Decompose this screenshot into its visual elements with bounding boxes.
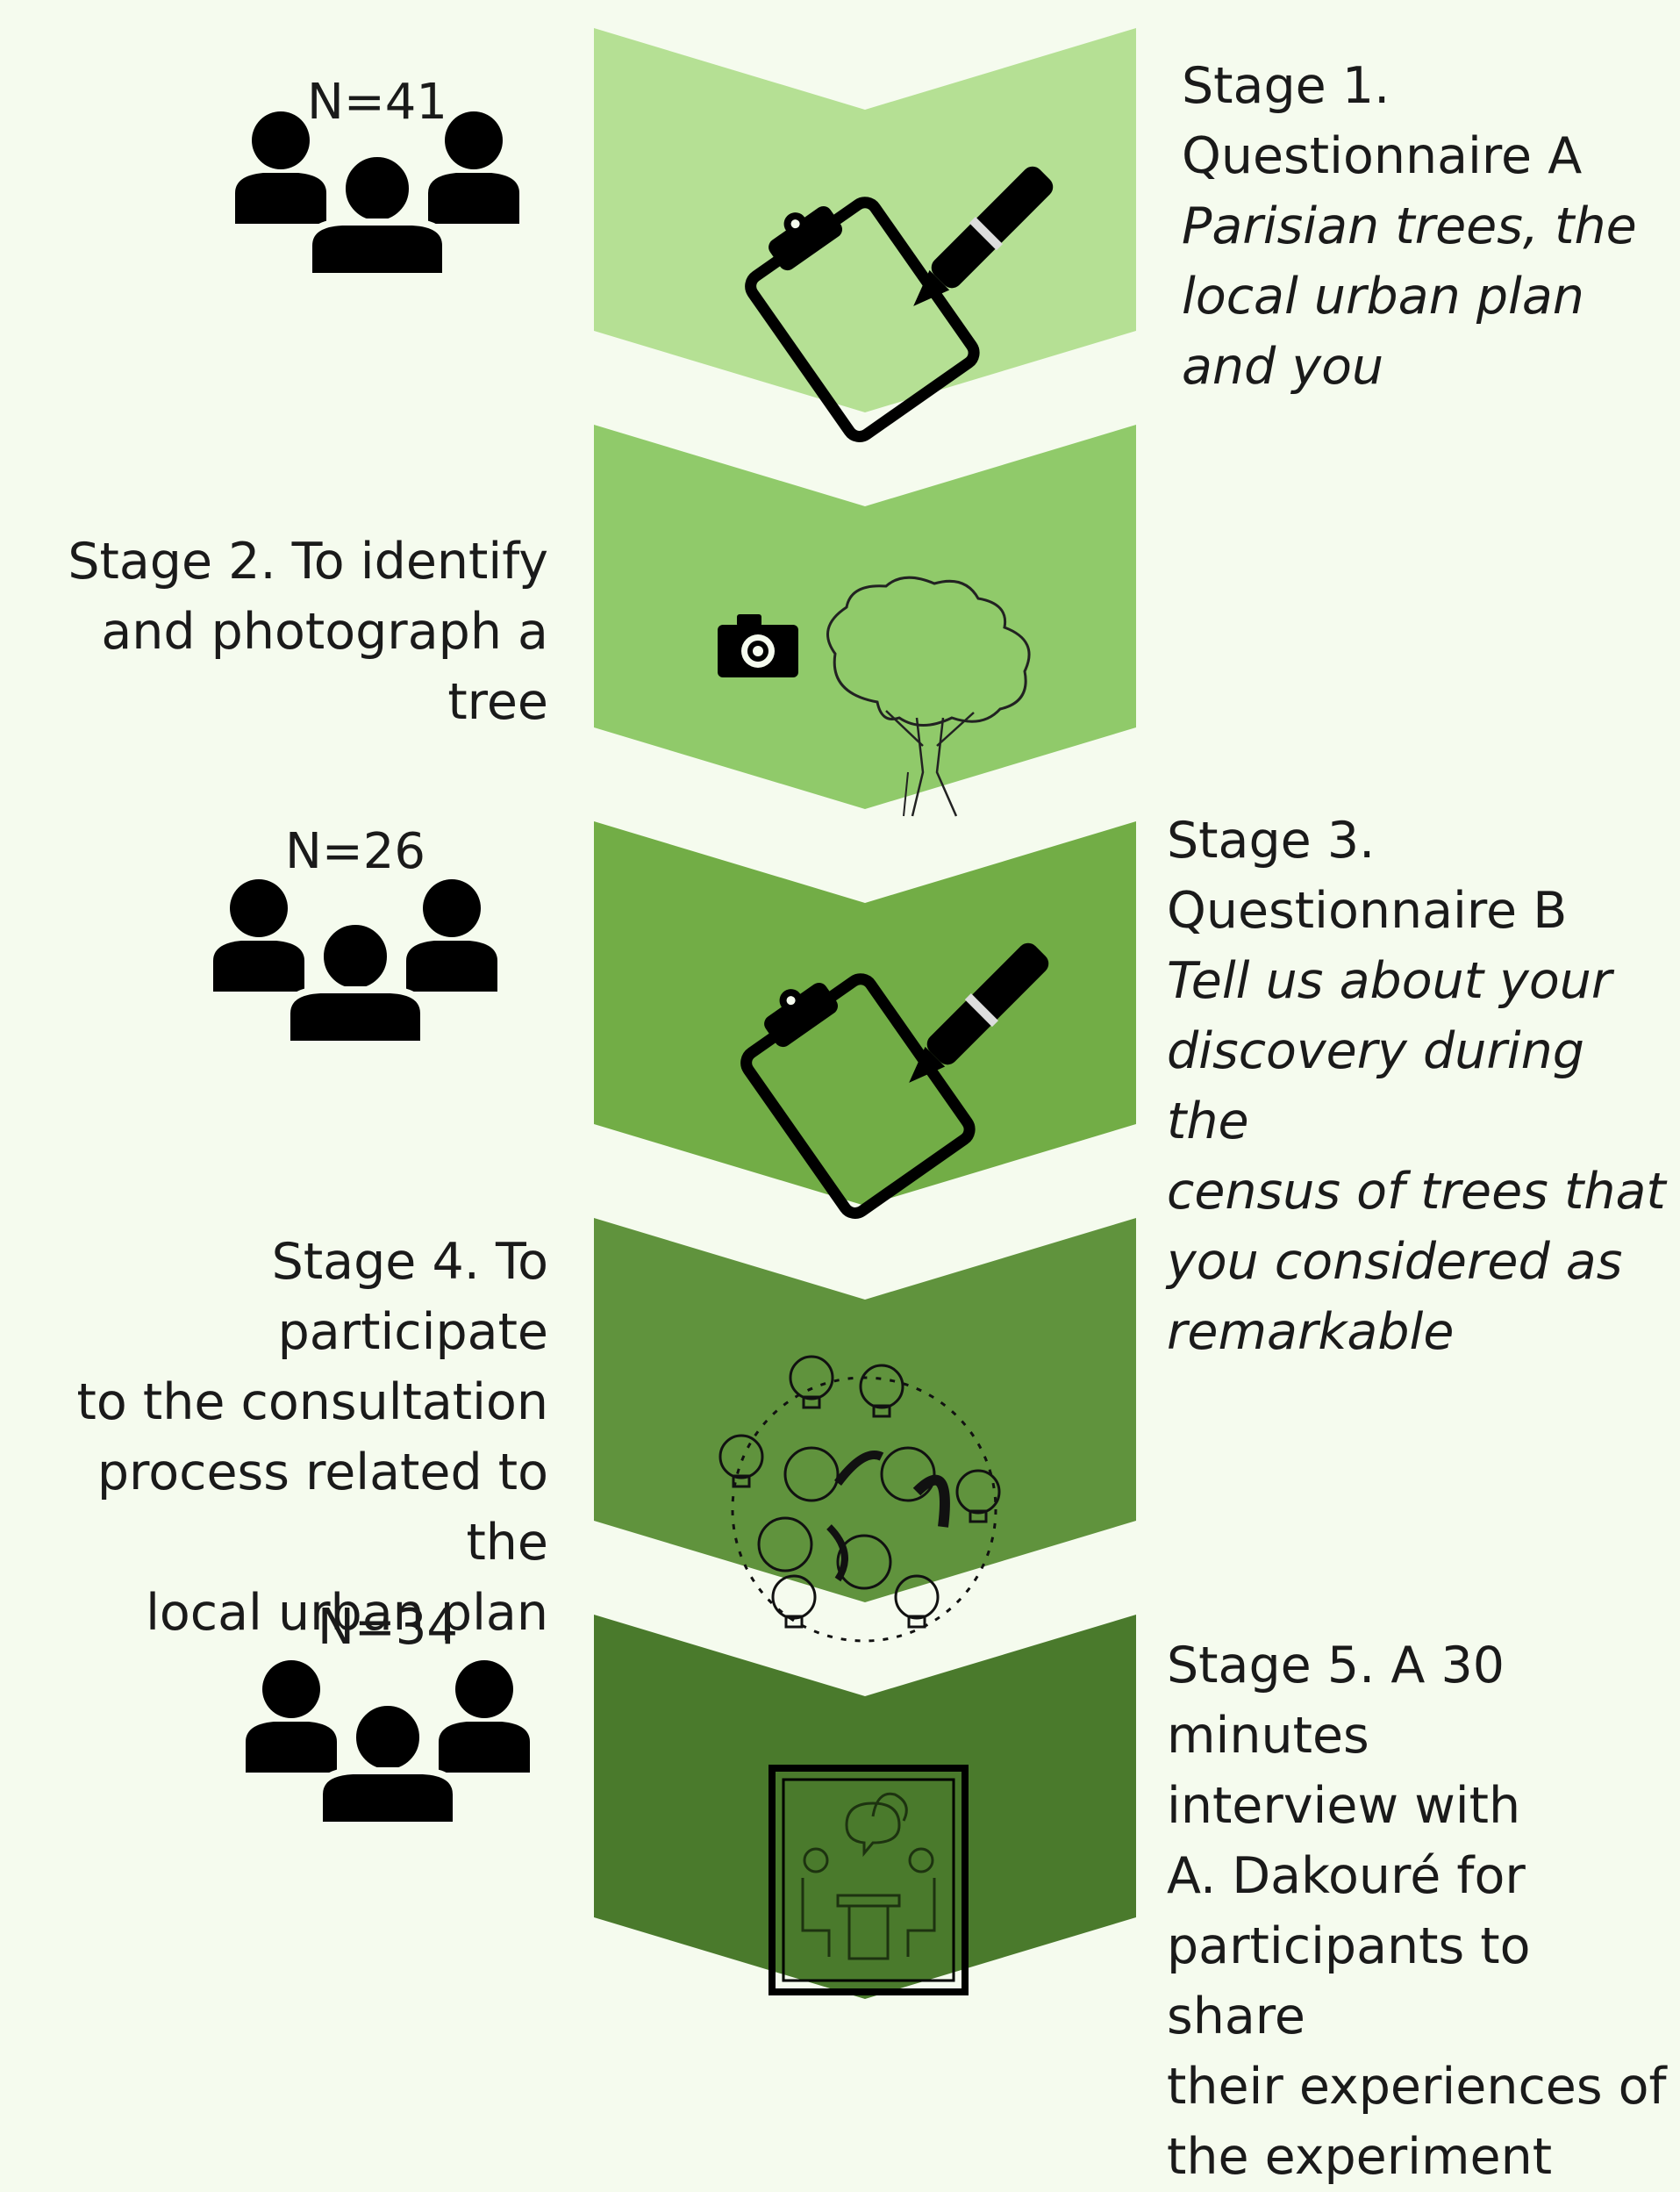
stage-title-line: Stage 4. To participate [271, 1233, 548, 1361]
stage-subtitle-line: local urban plan [1182, 268, 1584, 326]
stage-title-line: the experiment [1167, 2128, 1553, 2186]
stage-5-chevron [594, 1615, 1136, 1999]
stage-title-line: Questionnaire A [1182, 127, 1583, 185]
stage-3-chevron [594, 821, 1136, 1206]
stage-diagram [0, 28, 1136, 1999]
stage-title-line: Questionnaire B [1167, 882, 1568, 940]
camera-tree-icon [718, 576, 1031, 817]
stage-title-line: to the consultation [76, 1373, 548, 1431]
stage-subtitle-line: discovery during the [1167, 1022, 1584, 1150]
stage-4-text: Stage 4. To participate to the consultati… [9, 1227, 548, 1648]
participants-icon [246, 1660, 530, 1825]
stage-subtitle-line: and you [1182, 338, 1384, 396]
stage-4-chevron [594, 1218, 1136, 1602]
participant-count: N=34 [317, 1599, 459, 1656]
stage-1-chevron [594, 28, 1136, 412]
participant-count: N=26 [284, 823, 426, 880]
interview-icon [769, 1765, 969, 1995]
stage-title-line: participants to share [1167, 1917, 1531, 2045]
stage-subtitle-line: remarkable [1167, 1303, 1455, 1361]
participants-icon [213, 879, 497, 1044]
participant-count: N=41 [306, 74, 448, 131]
stage-title-line: Stage 3. [1167, 812, 1376, 870]
stage-subtitle-line: census of trees that [1167, 1163, 1666, 1221]
stage-5-text: Stage 5. A 30 minutes interview with A. Da… [1167, 1630, 1676, 2192]
stage-2-text: Stage 2. To identify and photograph a tre… [9, 527, 548, 737]
stage-title-line: interview with [1167, 1777, 1521, 1835]
consultation-group-icon [718, 1355, 1001, 1643]
stage-title-line: Stage 1. [1182, 57, 1390, 115]
participants-icon [235, 111, 519, 276]
stage-3-text: Stage 3. Questionnaire B Tell us about you… [1167, 806, 1676, 1367]
stage-title-line: and photograph a tree [101, 603, 548, 731]
stage-subtitle-line: Parisian trees, the [1182, 197, 1637, 255]
stage-title-line: local urban plan [146, 1584, 548, 1642]
stage-title-line: Stage 5. A 30 minutes [1167, 1637, 1505, 1765]
stage-title-line: process related to the [97, 1443, 548, 1572]
stage-subtitle-line: you considered as [1167, 1233, 1623, 1291]
stage-subtitle-line: Tell us about your [1167, 952, 1612, 1010]
stage-2-chevron [594, 425, 1136, 809]
stage-title-line: their experiences of [1167, 2058, 1667, 2116]
stage-1-text: Stage 1. Questionnaire A Parisian trees, t… [1182, 51, 1676, 402]
stage-title-line: Stage 2. To identify [68, 533, 548, 591]
stage-title-line: A. Dakouré for [1167, 1847, 1526, 1905]
